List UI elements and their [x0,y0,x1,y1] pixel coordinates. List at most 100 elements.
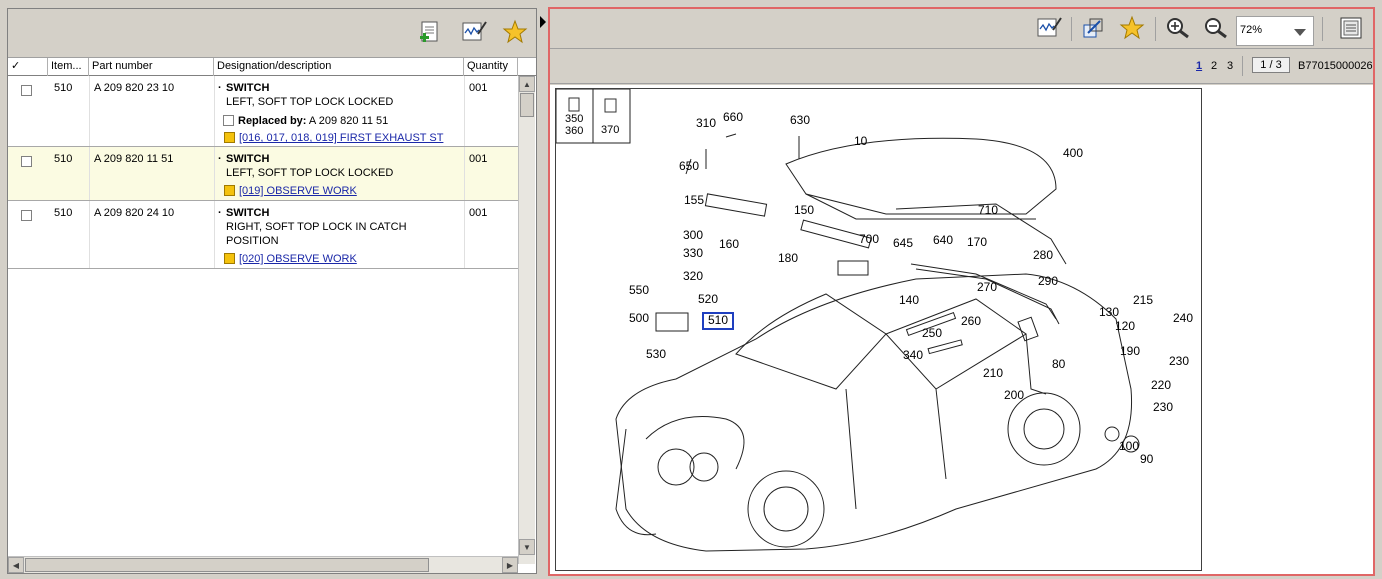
row-checkbox[interactable] [21,210,32,221]
part-name: ·SWITCH [218,153,270,165]
callout-label[interactable]: 310 [696,116,717,130]
column-header-check[interactable]: ✓ [8,58,48,76]
callout-label[interactable]: 200 [1004,388,1025,402]
image-viewport[interactable]: 350 360 370 310 660 630 10 400 650 155 1… [550,85,1373,574]
callout-label[interactable]: 630 [790,113,811,127]
callout-label[interactable]: 320 [683,269,704,283]
pane-splitter[interactable] [538,8,547,574]
favorites-button[interactable] [1117,13,1147,43]
callout-label[interactable]: 520 [698,292,719,306]
column-header-designation[interactable]: Designation/description [214,58,464,76]
item-number: 510 [54,153,73,165]
callout-label[interactable]: 290 [1038,274,1059,288]
scroll-right-button[interactable]: ▶ [502,557,518,573]
zoom-select[interactable]: 72% [1236,16,1314,46]
page-view-button[interactable] [1336,13,1366,43]
fit-window-icon [1083,18,1103,38]
callout-label[interactable]: 530 [646,347,667,361]
note-link[interactable]: [020] OBSERVE WORK [224,253,357,265]
add-document-icon [420,21,438,42]
part-number: A 209 820 11 51 [94,153,174,165]
part-number: A 209 820 24 10 [94,207,175,219]
favorites-button[interactable] [500,17,530,47]
edit-notes-button[interactable] [1034,13,1064,43]
favorites-star-icon [502,19,528,44]
column-header-item[interactable]: Item... [48,58,89,76]
vertical-scrollbar[interactable]: ▲ ▼ [518,76,535,564]
callout-label[interactable]: 330 [683,246,704,260]
horizontal-scrollbar[interactable]: ◀ ▶ [8,556,518,573]
parts-drawing[interactable]: 350 360 370 310 660 630 10 400 650 155 1… [555,88,1202,571]
fit-window-button[interactable] [1078,13,1108,43]
callout-label[interactable]: 215 [1133,293,1154,307]
callout-label[interactable]: 280 [1033,248,1054,262]
callout-label[interactable]: 230 [1169,354,1190,368]
scroll-thumb[interactable] [520,93,534,117]
table-row[interactable]: 510 A 209 820 24 10 ·SWITCH RIGHT, SOFT … [8,201,518,269]
callout-label[interactable]: 210 [983,366,1004,380]
scroll-down-button[interactable]: ▼ [519,539,535,555]
callout-label[interactable]: 700 [859,232,880,246]
callout-label[interactable]: 640 [933,233,954,247]
chevron-down-icon[interactable] [1293,28,1307,38]
column-header-quantity[interactable]: Quantity [464,58,518,76]
callout-label[interactable]: 155 [684,193,705,207]
callout-label[interactable]: 710 [978,203,999,217]
column-header-part-number[interactable]: Part number [89,58,214,76]
callout-label[interactable]: 140 [899,293,920,307]
scroll-thumb[interactable] [25,558,429,572]
callout-label[interactable]: 650 [679,159,700,173]
table-row[interactable]: 510 A 209 820 23 10 ·SWITCH LEFT, SOFT T… [8,76,518,147]
row-checkbox[interactable] [21,156,32,167]
note-link[interactable]: [016, 017, 018, 019] FIRST EXHAUST ST [224,132,443,144]
collapse-arrow-icon[interactable] [538,14,547,36]
callout-label[interactable]: 190 [1120,344,1141,358]
callout-label-highlighted[interactable]: 510 [708,313,729,327]
zoom-out-button[interactable] [1201,13,1231,43]
callout-label[interactable]: 220 [1151,378,1172,392]
edit-notes-button[interactable] [459,17,489,47]
callout-label[interactable]: 80 [1052,357,1066,371]
part-name: ·SWITCH [218,82,270,94]
callout-label[interactable]: 120 [1115,319,1136,333]
callout-label[interactable]: 100 [1119,439,1140,453]
part-number: A 209 820 23 10 [94,82,175,94]
callout-label[interactable]: 240 [1173,311,1194,325]
zoom-in-button[interactable] [1163,13,1193,43]
callout-label[interactable]: 10 [854,134,868,148]
callout-label[interactable]: 90 [1140,452,1154,466]
callout-label[interactable]: 130 [1099,305,1120,319]
callout-label[interactable]: 500 [629,311,650,325]
replaced-checkbox[interactable] [223,115,234,126]
drawing-toolbar: 72% [550,9,1373,49]
scroll-up-button[interactable]: ▲ [519,76,535,92]
scroll-left-button[interactable]: ◀ [8,557,24,573]
callout-label[interactable]: 300 [683,228,704,242]
drawing-pane: 72% 1 2 3 1 / 3 B77015000026 [548,7,1375,576]
add-document-button[interactable] [415,18,445,48]
callout-label[interactable]: 170 [967,235,988,249]
note-icon [224,132,235,143]
callout-label[interactable]: 180 [778,251,799,265]
callout-label[interactable]: 150 [794,203,815,217]
callout-label[interactable]: 400 [1063,146,1084,160]
page-link-3[interactable]: 3 [1227,60,1234,72]
callout-label[interactable]: 230 [1153,400,1174,414]
callout-label[interactable]: 160 [719,237,740,251]
row-checkbox[interactable] [21,85,32,96]
callout-label[interactable]: 250 [922,326,943,340]
page-link-1[interactable]: 1 [1196,60,1203,72]
callout-label[interactable]: 660 [723,110,744,124]
quantity: 001 [469,82,488,94]
page-link-2[interactable]: 2 [1211,60,1218,72]
callout-label[interactable]: 550 [629,283,650,297]
table-row[interactable]: 510 A 209 820 11 51 ·SWITCH LEFT, SOFT T… [8,147,518,201]
callout-label[interactable]: 645 [893,236,914,250]
part-description: LEFT, SOFT TOP LOCK LOCKED [226,96,394,108]
callout-label[interactable]: 260 [961,314,982,328]
page-navigator: 1 2 3 1 / 3 B77015000026 [550,50,1373,84]
callout-label[interactable]: 270 [977,280,998,294]
note-link[interactable]: [019] OBSERVE WORK [224,185,357,197]
edit-notes-icon [1037,17,1062,37]
callout-label[interactable]: 340 [903,348,924,362]
